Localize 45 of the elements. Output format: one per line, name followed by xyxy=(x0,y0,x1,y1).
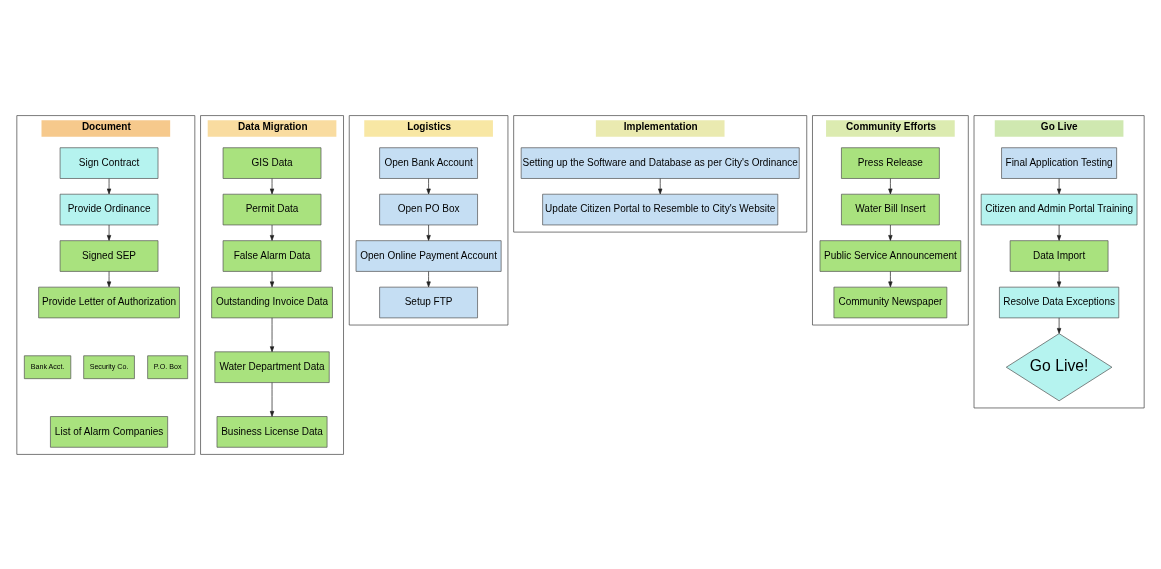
node-diamond: Go Live! xyxy=(1005,332,1113,401)
arrow xyxy=(1057,177,1062,194)
node-box: Signed SEP xyxy=(59,239,159,272)
node-box: List of Alarm Companies xyxy=(50,415,169,448)
arrow xyxy=(269,270,275,287)
arrow xyxy=(888,177,893,194)
node-box: Setting up the Software and Database as per City's Ordinance xyxy=(520,146,800,179)
node-box: Open Bank Account xyxy=(379,146,478,179)
node-box: Outstanding Invoice Data xyxy=(211,286,333,318)
node-box: Community Newspaper xyxy=(833,286,948,318)
arrow xyxy=(658,177,663,194)
arrow xyxy=(888,224,893,241)
arrow xyxy=(106,224,112,241)
arrow xyxy=(269,177,275,194)
node-box: Resolve Data Exceptions xyxy=(999,286,1120,318)
node-box: Water Bill Insert xyxy=(841,193,940,225)
arrow xyxy=(426,177,431,194)
node-box: Setup FTP xyxy=(379,286,478,318)
node-box: False Alarm Data xyxy=(222,239,322,272)
arrow xyxy=(888,270,893,287)
arrow xyxy=(269,224,275,241)
node-box: Open PO Box xyxy=(379,193,478,225)
node-box: GIS Data xyxy=(222,146,322,179)
arrow xyxy=(426,224,431,241)
node-box: Citizen and Admin Portal Training xyxy=(980,193,1138,225)
node-box: Data Import xyxy=(1009,239,1109,272)
arrow xyxy=(106,270,112,287)
arrow xyxy=(269,381,275,417)
node-box: Public Service Announcement xyxy=(819,239,962,272)
node-box: Open Online Payment Account xyxy=(355,239,502,272)
arrow xyxy=(1057,270,1062,287)
node-box: Provide Letter of Authorization xyxy=(38,286,180,318)
arrow xyxy=(1057,317,1062,334)
arrow xyxy=(269,317,275,352)
node-box: Water Department Data xyxy=(214,351,330,383)
node-box: Press Release xyxy=(841,146,940,179)
node-box: Permit Data xyxy=(222,193,322,225)
arrow xyxy=(426,270,431,287)
arrow xyxy=(1057,224,1062,241)
node-box: Business License Data xyxy=(216,415,328,448)
arrow xyxy=(106,177,112,194)
node-box: Final Application Testing xyxy=(1001,146,1117,179)
node-box: Sign Contract xyxy=(59,146,159,179)
node-box: Update Citizen Portal to Resemble to City's Website xyxy=(542,193,779,225)
node-box: Provide Ordinance xyxy=(59,193,159,225)
